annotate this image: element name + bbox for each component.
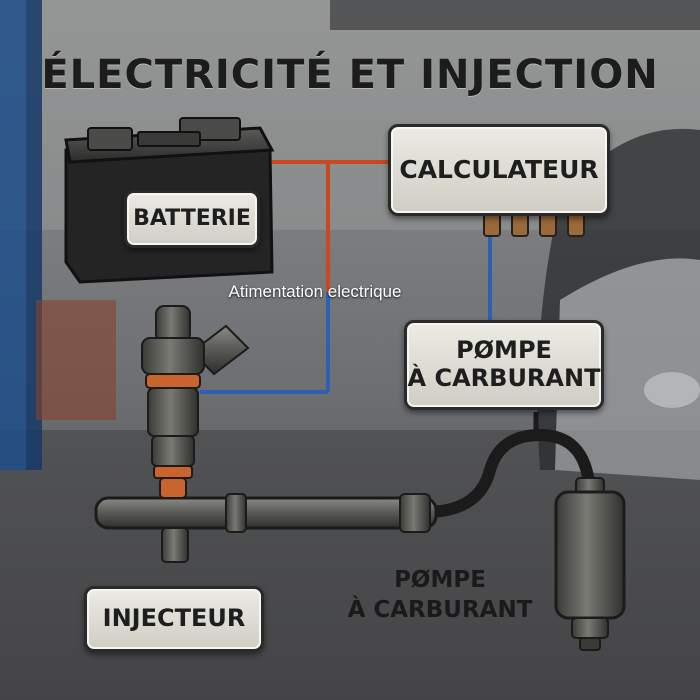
calculateur-label: CALCULATEUR	[388, 124, 610, 216]
wiring	[200, 160, 492, 394]
injector-icon	[141, 305, 250, 499]
pompe-upper-line2: À CARBURANT	[407, 364, 601, 392]
fuel-hose-icon	[424, 428, 596, 518]
calculateur-connectors-icon	[483, 213, 585, 237]
pompe-lower-line2: À CARBURANT	[347, 596, 533, 623]
injecteur-text: INJECTEUR	[102, 604, 246, 633]
diagram-title: ÉLECTRICITÉ ET INJECTION	[41, 52, 659, 98]
fuel-pump-icon	[554, 477, 626, 651]
injecteur-label: INJECTEUR	[84, 586, 264, 652]
calculateur-text: CALCULATEUR	[399, 154, 599, 184]
pompe-lower-label: PØMPE À CARBURANT	[330, 566, 550, 626]
fuel-rail-icon	[94, 493, 438, 563]
batterie-text: BATTERIE	[133, 206, 251, 232]
pompe-upper-label: PØMPE À CARBURANT	[404, 320, 604, 410]
batterie-label: BATTERIE	[124, 190, 260, 248]
wire-label: Atimentation electrique	[228, 282, 402, 301]
pompe-upper-line1: PØMPE	[456, 336, 552, 365]
lift-column-icon	[0, 0, 116, 470]
pompe-lower-line1: PØMPE	[394, 567, 486, 593]
